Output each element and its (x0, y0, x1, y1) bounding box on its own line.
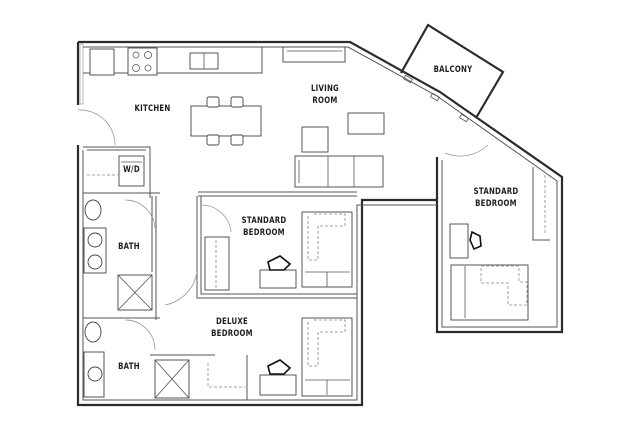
kitchen-counter (83, 46, 346, 76)
living-furniture (294, 112, 385, 188)
standard-bedroom-east-furniture (444, 144, 550, 321)
exterior-walls (76, 40, 564, 407)
lower-bath (83, 317, 215, 399)
dining-table (190, 96, 262, 146)
deluxe-bedroom-furniture (207, 317, 353, 400)
label-standard-bedroom-center: STANDARD BEDROOM (241, 216, 287, 238)
standard-bedroom-center-furniture (204, 211, 353, 291)
wd-closet (83, 146, 151, 198)
label-standard-bedroom-east: STANDARD BEDROOM (473, 187, 519, 209)
label-bath-upper: BATH (118, 242, 140, 252)
label-washer-dryer: W/D (123, 165, 140, 175)
label-deluxe-bedroom: DELUXE BEDROOM (211, 317, 253, 339)
label-living-room: LIVING ROOM (310, 84, 340, 106)
label-kitchen: KITCHEN (134, 104, 171, 114)
balcony (400, 23, 505, 119)
upper-bath (83, 196, 157, 320)
label-balcony: BALCONY (433, 65, 473, 75)
diagonal-windows (402, 74, 470, 123)
label-bath-lower: BATH (118, 362, 140, 372)
entry-door (77, 109, 116, 146)
